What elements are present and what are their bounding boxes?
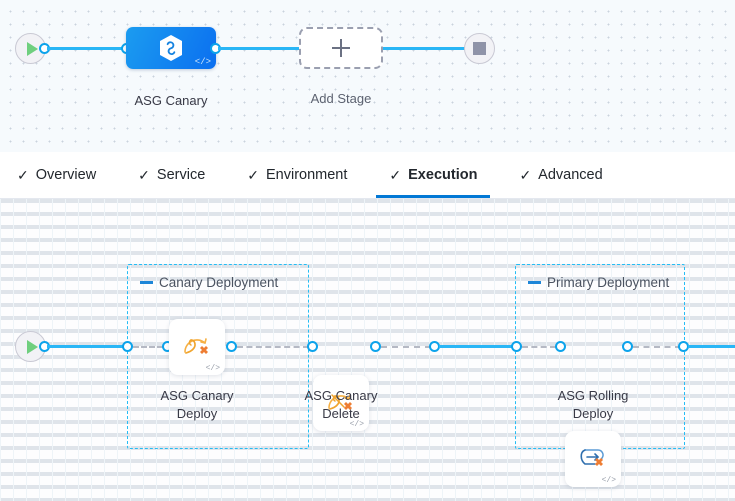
step-group-title-primary: Primary Deployment	[528, 275, 669, 290]
step-group-title-canary: Canary Deployment	[140, 275, 278, 290]
asg-canary-delete-in-port[interactable]	[307, 341, 318, 352]
asg-canary-deploy-icon	[184, 338, 208, 354]
asg-canary-delete-out-port[interactable]	[370, 341, 381, 352]
step-caption-line1: ASG Rolling	[557, 388, 629, 403]
tab-label: Execution	[408, 167, 478, 183]
edge-primary-in-to-step3	[522, 346, 556, 348]
edge-add-stage-to-end	[383, 47, 473, 50]
step-caption-line2: Deploy	[176, 406, 218, 421]
play-icon	[26, 339, 38, 354]
tab-execution[interactable]: ✓ Execution	[376, 152, 491, 198]
stage-config-tabs: ✓ Overview ✓ Service ✓ Environment ✓ Exe…	[0, 152, 735, 199]
play-icon	[26, 41, 38, 56]
asg-canary-deploy-out-port[interactable]	[226, 341, 237, 352]
step-group-label: Primary Deployment	[547, 275, 670, 290]
step-caption-asg-rolling-deploy: ASG Rolling Deploy	[534, 387, 652, 423]
check-icon: ✓	[389, 167, 402, 183]
step-caption-line1: ASG Canary	[304, 388, 378, 403]
code-badge: </>	[349, 420, 364, 429]
check-icon: ✓	[138, 167, 150, 183]
asg-canary-delete-icon	[328, 394, 352, 410]
edge-start-to-canary-group	[47, 345, 127, 348]
add-stage-button[interactable]	[299, 27, 383, 69]
edge-step3-to-primary-out	[633, 346, 681, 348]
step-group-label: Canary Deployment	[159, 275, 279, 290]
plus-icon	[332, 39, 350, 57]
edge-group-in-to-step1	[133, 346, 163, 348]
code-badge: </>	[194, 57, 211, 67]
pipeline-end-node[interactable]	[464, 33, 495, 64]
add-stage-caption: Add Stage	[310, 91, 372, 106]
edge-step1-to-step2	[237, 346, 309, 348]
step-caption-line1: ASG Canary	[160, 388, 234, 403]
edge-start-to-asg-canary	[47, 47, 129, 50]
tab-label: Advanced	[538, 167, 603, 183]
primary-group-in-port[interactable]	[511, 341, 522, 352]
asg-rolling-deploy-icon	[580, 449, 604, 466]
asg-rolling-deploy-out-port[interactable]	[622, 341, 633, 352]
tab-label: Overview	[35, 167, 97, 183]
check-icon: ✓	[519, 167, 532, 183]
step-caption-line2: Delete	[322, 406, 360, 421]
step-group-canary-deployment[interactable]: Canary Deployment	[127, 264, 309, 449]
tab-service[interactable]: ✓ Service	[138, 152, 205, 198]
stage-node-asg-canary[interactable]: </>	[126, 27, 216, 69]
tab-label: Service	[156, 167, 206, 183]
collapse-dash-icon	[528, 281, 541, 284]
step-caption-line2: Deploy	[572, 406, 614, 421]
collapse-dash-icon	[140, 281, 153, 284]
check-icon: ✓	[247, 167, 259, 183]
step-node-asg-rolling-deploy[interactable]: </>	[565, 431, 621, 487]
stage-canvas[interactable]: </> ASG Canary Add Stage	[0, 0, 735, 152]
step-node-asg-canary-deploy[interactable]: </>	[169, 319, 225, 375]
edge-canary-group-to-primary-group	[439, 345, 515, 348]
stage-caption-asg-canary: ASG Canary	[134, 93, 208, 108]
tab-label: Environment	[266, 167, 348, 183]
tab-overview[interactable]: ✓ Overview	[17, 152, 96, 198]
tab-environment[interactable]: ✓ Environment	[247, 152, 347, 198]
step-caption-asg-canary-deploy: ASG Canary Deploy	[138, 387, 256, 423]
asg-rolling-deploy-in-port[interactable]	[555, 341, 566, 352]
code-badge: </>	[601, 476, 616, 485]
check-icon: ✓	[17, 167, 29, 183]
stop-icon	[473, 42, 486, 55]
edge-asg-canary-to-add-stage	[218, 47, 300, 50]
tab-advanced[interactable]: ✓ Advanced	[519, 152, 602, 198]
code-badge: </>	[205, 364, 220, 373]
canary-group-in-port[interactable]	[122, 341, 133, 352]
edge-primary-group-to-next	[688, 345, 735, 348]
step-node-asg-canary-delete[interactable]: </>	[313, 375, 369, 431]
harness-hexagon-icon	[160, 35, 182, 61]
edge-step2-to-group-out	[381, 346, 431, 348]
execution-canvas[interactable]: Canary Deployment </> ASG Canary	[0, 199, 735, 501]
step-caption-asg-canary-delete: ASG Canary Delete	[282, 387, 400, 423]
